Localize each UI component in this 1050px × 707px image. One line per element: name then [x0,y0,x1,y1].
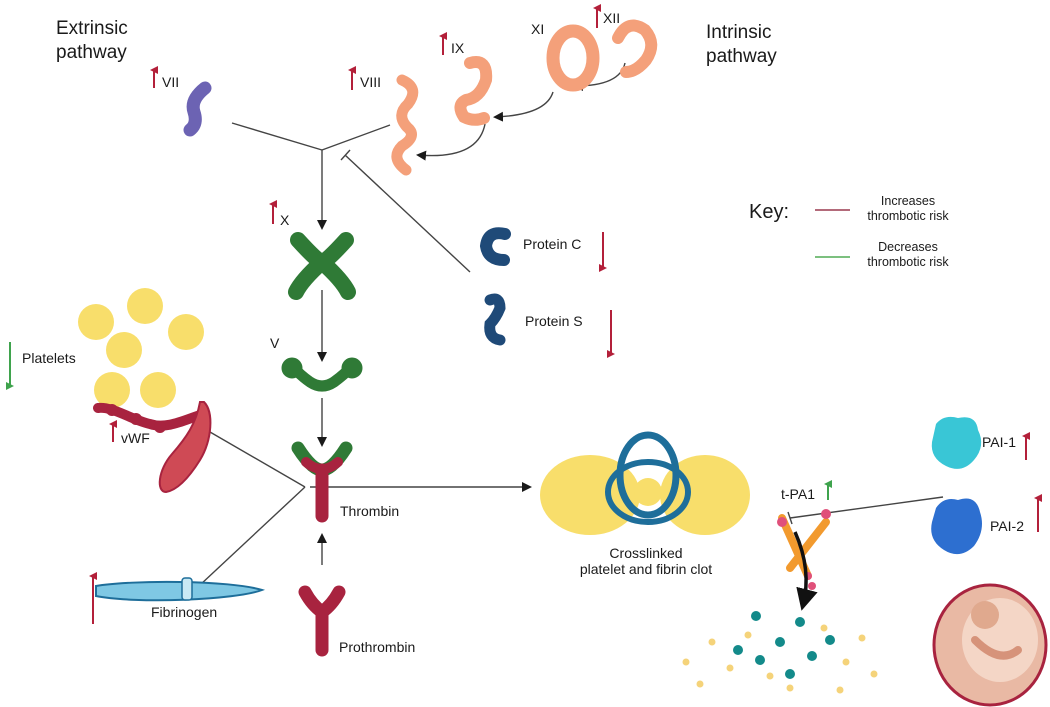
thrombin-shape [291,441,353,523]
factor-xii-shape [612,19,658,78]
pai2-shape [931,498,982,555]
key-legend-lines [815,209,850,258]
factor-viii-label: VIII [360,74,382,90]
pai1-shape [931,416,982,469]
platelets-label: Platelets [22,350,76,366]
vwf-shape [93,402,209,433]
indicator-arrows [6,4,1042,624]
protein-s-shape [484,293,506,346]
platelets-cluster [78,288,204,408]
factor-v-label: V [270,335,280,351]
intrinsic-line-1: Intrinsic [706,22,772,43]
factor-xii-label: XII [603,10,621,26]
factor-ix-label: IX [451,40,465,56]
blood-vessel-shape [158,401,212,494]
key-increases-text: Increases thrombotic risk [853,194,963,224]
thrombin-label: Thrombin [340,503,400,519]
fibrinogen-shape [95,577,266,602]
key-decreases-line-2: thrombotic risk [867,255,949,269]
tpa1-label: t-PA1 [781,486,815,502]
extrinsic-line-2: pathway [56,41,127,63]
factor-v-shape [281,357,363,392]
protein-s-label: Protein S [525,313,583,329]
factor-vii-label: VII [162,74,180,90]
clot-label: Crosslinked platelet and fibrin clot [576,545,716,577]
key-title: Key: [749,201,790,223]
factor-vii-shape [183,81,212,137]
prothrombin-label: Prothrombin [339,639,416,655]
degradation-particles [682,611,878,694]
factor-x-label: X [280,212,290,228]
pai2-label: PAI-2 [990,518,1024,534]
protein-c-shape [479,227,511,266]
factor-ix-shape [454,56,493,126]
intrinsic-pathway-label: Intrinsic pathway [706,21,777,69]
intrinsic-line-2: pathway [706,45,777,67]
key-decreases-line-1: Decreases [878,240,938,254]
clot-line-1: Crosslinked [609,545,683,561]
extrinsic-pathway-label: Extrinsic pathway [56,17,128,65]
fibrinogen-label: Fibrinogen [151,604,218,620]
fetus-shape [932,583,1048,707]
prothrombin-shape [298,585,346,657]
key-decreases-text: Decreases thrombotic risk [853,240,963,270]
factor-xi-shape [546,24,600,92]
tpa1-shape [777,509,831,611]
pai1-label: PAI-1 [982,434,1016,450]
vwf-label: vWF [121,430,150,446]
protein-c-label: Protein C [523,236,582,252]
factor-xi-label: XI [531,21,545,37]
key-increases-line-2: thrombotic risk [867,209,949,223]
key-increases-line-1: Increases [880,194,936,208]
clot-line-2: platelet and fibrin clot [579,561,713,578]
clot-shape [540,431,750,535]
factor-viii-shape [391,74,419,176]
extrinsic-line-1: Extrinsic [56,18,128,39]
factor-x-shape [288,232,356,300]
